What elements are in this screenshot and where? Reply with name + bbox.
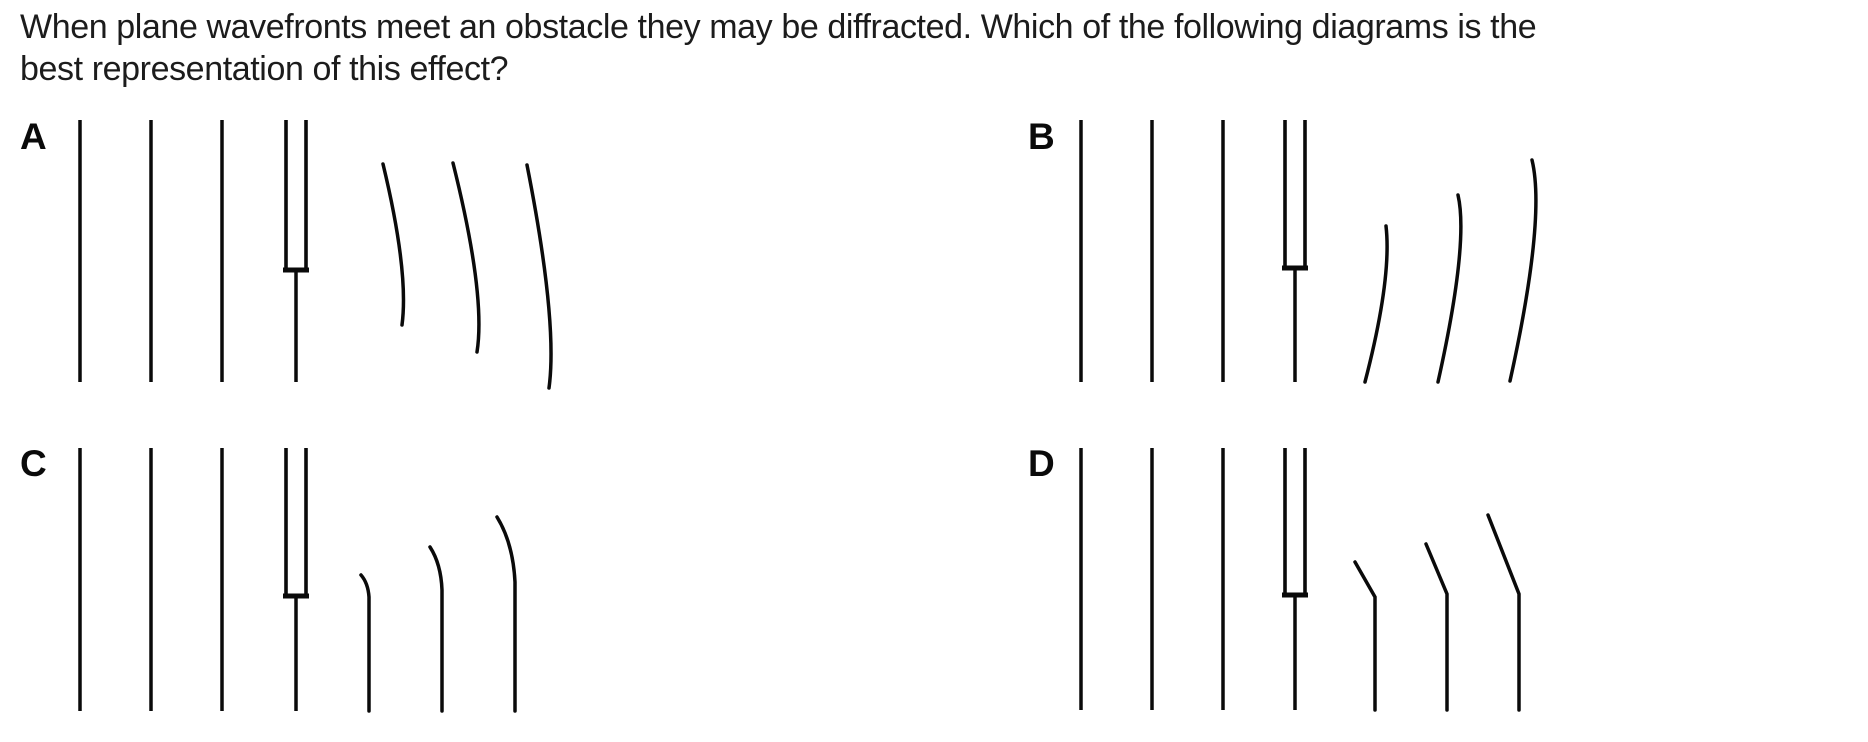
question-line-2: best representation of this effect? [20, 50, 509, 88]
question-line-1: When plane wavefronts meet an obstacle t… [20, 8, 1537, 46]
diffracted-wavefront [451, 161, 481, 354]
diffracted-wavefront [525, 163, 553, 390]
diffracted-wavefront [1486, 513, 1521, 712]
option-label: D [1028, 443, 1055, 484]
diffracted-wavefront [1508, 158, 1538, 383]
diffracted-wavefront [1363, 224, 1389, 384]
option-label: C [20, 443, 47, 484]
diagram-option-a: A [20, 116, 553, 390]
diffracted-wavefront [381, 162, 406, 327]
diffracted-wavefront [1353, 560, 1377, 712]
diffracted-wavefront [495, 515, 517, 713]
option-label: B [1028, 116, 1055, 157]
diagram-option-d: D [1028, 443, 1521, 712]
diffracted-wavefront [1436, 193, 1463, 384]
diagram-option-b: B [1028, 116, 1538, 384]
diagram-option-c: C [20, 443, 517, 713]
diffracted-wavefront [359, 573, 371, 713]
diffracted-wavefront [428, 545, 444, 713]
question-text: When plane wavefronts meet an obstacle t… [20, 6, 1537, 90]
diffracted-wavefront [1424, 542, 1449, 712]
option-label: A [20, 116, 47, 157]
